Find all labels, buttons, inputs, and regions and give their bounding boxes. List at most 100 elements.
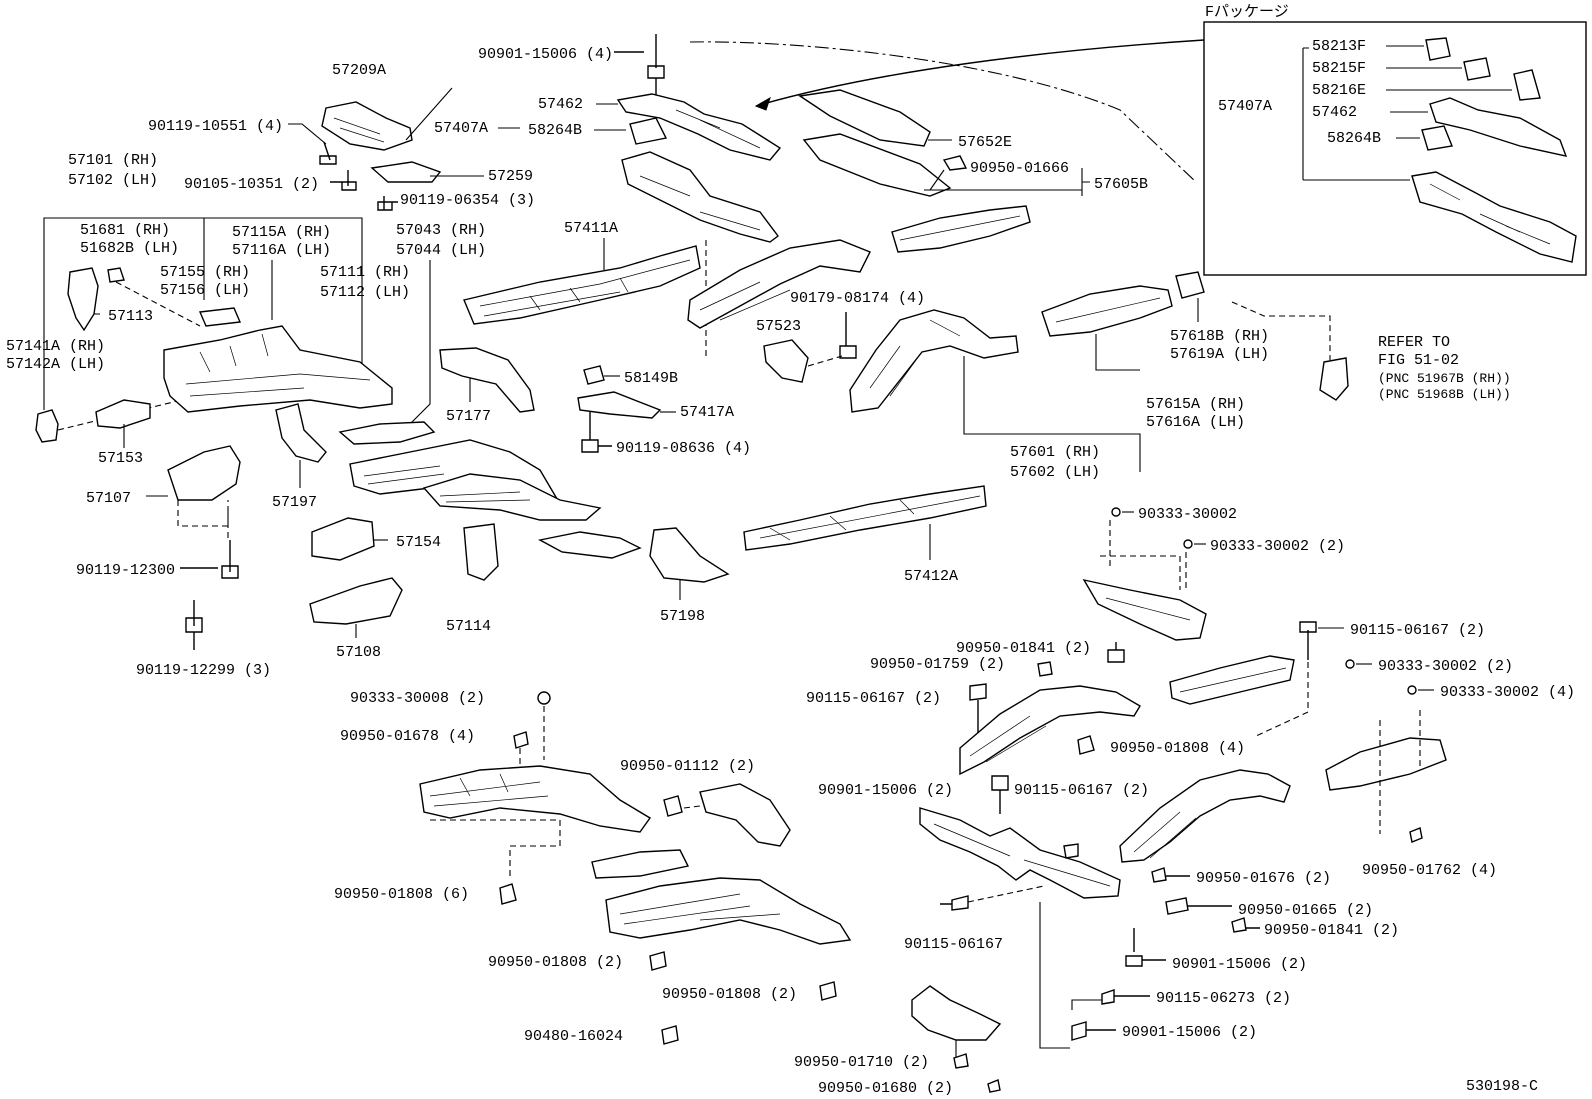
part-57605b — [802, 133, 952, 197]
label-57113: 57113 — [108, 308, 153, 325]
label-90119-06354: 90119-06354 (3) — [400, 192, 535, 209]
part-57615a — [1041, 285, 1173, 337]
label-90950-01808-4: 90950-01808 (4) — [1110, 740, 1245, 757]
label-57605b: 57605B — [1094, 176, 1148, 193]
label-90119-12299: 90119-12299 (3) — [136, 662, 271, 679]
part-57114 — [463, 523, 499, 581]
center-cluster: 90901-15006 (4) 57462 58264B 57411A 5765… — [463, 34, 1269, 585]
label-57156: 57156 (LH) — [160, 282, 250, 299]
label-57618b: 57618B (RH) — [1170, 328, 1269, 345]
package-item-58213f: 58213F — [1312, 38, 1366, 55]
part-57154 — [311, 517, 375, 561]
label-57652e: 57652E — [958, 134, 1012, 151]
label-57043: 57043 (RH) — [396, 222, 486, 239]
label-90333-30002-b: 90333-30002 (2) — [1210, 538, 1345, 555]
label-90901-15006-top: 90901-15006 (4) — [478, 46, 613, 63]
label-57142a: 57142A (LH) — [6, 356, 105, 373]
label-57619a: 57619A (LH) — [1170, 346, 1269, 363]
label-57411a: 57411A — [564, 220, 618, 237]
label-57177: 57177 — [446, 408, 491, 425]
label-57407a: 57407A — [434, 120, 488, 137]
part-57043 — [338, 421, 436, 445]
part-57407a — [621, 151, 779, 243]
label-90333-30002-a: 90333-30002 — [1138, 506, 1237, 523]
left-lower-cluster: 90333-30008 (2) 90950-01678 (4) 90950-01… — [334, 690, 852, 1045]
part-57417a — [577, 391, 662, 419]
label-90950-01841-a: 90950-01841 (2) — [956, 640, 1091, 657]
part-57411a — [463, 245, 701, 325]
part-57113 — [67, 267, 99, 332]
label-90950-01808-2b: 90950-01808 (2) — [662, 986, 797, 1003]
refer-line1: REFER TO — [1378, 334, 1450, 351]
label-51681: 51681 (RH) — [80, 222, 170, 239]
label-57116a: 57116A (LH) — [232, 242, 331, 259]
part-57153 — [95, 399, 151, 429]
label-90950-01678: 90950-01678 (4) — [340, 728, 475, 745]
label-90950-01112: 90950-01112 (2) — [620, 758, 755, 775]
label-90950-01759: 90950-01759 (2) — [870, 656, 1005, 673]
diagram-id: 530198-C — [1466, 1078, 1538, 1095]
label-90105-10351: 90105-10351 (2) — [184, 176, 319, 193]
label-90950-01710: 90950-01710 (2) — [794, 1054, 929, 1071]
label-57108: 57108 — [336, 644, 381, 661]
part-57107 — [167, 445, 241, 501]
label-57198: 57198 — [660, 608, 705, 625]
part-57618b — [1175, 271, 1205, 299]
package-item-58215f: 58215F — [1312, 60, 1366, 77]
package-arrow — [755, 39, 1205, 107]
refer-line3: (PNC 51967B (RH)) — [1378, 371, 1511, 386]
label-57616a: 57616A (LH) — [1146, 414, 1245, 431]
label-90901-15006-c: 90901-15006 (2) — [1172, 956, 1307, 973]
label-57115a: 57115A (RH) — [232, 224, 331, 241]
label-58264b: 58264B — [528, 122, 582, 139]
label-57112: 57112 (LH) — [320, 284, 410, 301]
label-58149b: 58149B — [624, 370, 678, 387]
part-57198 — [649, 527, 730, 583]
part-57108 — [309, 577, 403, 625]
part-57209a — [321, 101, 413, 151]
part-57462 — [616, 93, 782, 161]
label-57412a: 57412A — [904, 568, 958, 585]
part-57177 — [439, 347, 535, 413]
label-57601: 57601 (RH) — [1010, 444, 1100, 461]
label-57154: 57154 — [396, 534, 441, 551]
label-90950-01841-b: 90950-01841 (2) — [1264, 922, 1399, 939]
part-57111 — [163, 325, 393, 413]
label-57114: 57114 — [446, 618, 491, 635]
package-item-58264b: 58264B — [1327, 130, 1381, 147]
label-57111: 57111 (RH) — [320, 264, 410, 281]
left-cluster: 57209A 90119-10551 (4) 57259 90105-10351… — [6, 62, 730, 679]
part-57259 — [370, 161, 442, 183]
label-90950-01808-6: 90950-01808 (6) — [334, 886, 469, 903]
label-57615a: 57615A (RH) — [1146, 396, 1245, 413]
label-90901-15006-b: 90901-15006 (2) — [818, 782, 953, 799]
package-box: Fパッケージ 57407A 58213F 58215F 58216E 57462… — [1203, 3, 1587, 276]
label-90950-01666: 90950-01666 — [970, 160, 1069, 177]
label-90333-30002-d: 90333-30002 (4) — [1440, 684, 1575, 701]
part-58264b — [629, 117, 668, 145]
label-90115-06167-a: 90115-06167 (2) — [1350, 622, 1485, 639]
label-90950-01676: 90950-01676 (2) — [1196, 870, 1331, 887]
label-57101: 57101 (RH) — [68, 152, 158, 169]
label-90950-01665: 90950-01665 (2) — [1238, 902, 1373, 919]
label-51682b: 51682B (LH) — [80, 240, 179, 257]
package-box-title: Fパッケージ — [1205, 3, 1289, 21]
label-57155: 57155 (RH) — [160, 264, 250, 281]
label-90480-16024: 90480-16024 — [524, 1028, 623, 1045]
right-lower-cluster: 90333-30002 90333-30002 (2) 90950-01841 … — [794, 506, 1575, 1097]
label-90950-01762: 90950-01762 (4) — [1362, 862, 1497, 879]
package-box-group-label: 57407A — [1218, 98, 1272, 115]
label-90179-08174: 90179-08174 (4) — [790, 290, 925, 307]
label-57602: 57602 (LH) — [1010, 464, 1100, 481]
label-90115-06167-d: 90115-06167 — [904, 936, 1003, 953]
label-57417a: 57417A — [680, 404, 734, 421]
label-57197: 57197 — [272, 494, 317, 511]
part-57523 — [763, 339, 809, 383]
refer-line2: FIG 51-02 — [1378, 352, 1459, 369]
label-90119-12300: 90119-12300 — [76, 562, 175, 579]
label-57209a: 57209A — [332, 62, 386, 79]
label-57102: 57102 (LH) — [68, 172, 158, 189]
label-90333-30002-c: 90333-30002 (2) — [1378, 658, 1513, 675]
label-90115-06167-b: 90115-06167 (2) — [806, 690, 941, 707]
